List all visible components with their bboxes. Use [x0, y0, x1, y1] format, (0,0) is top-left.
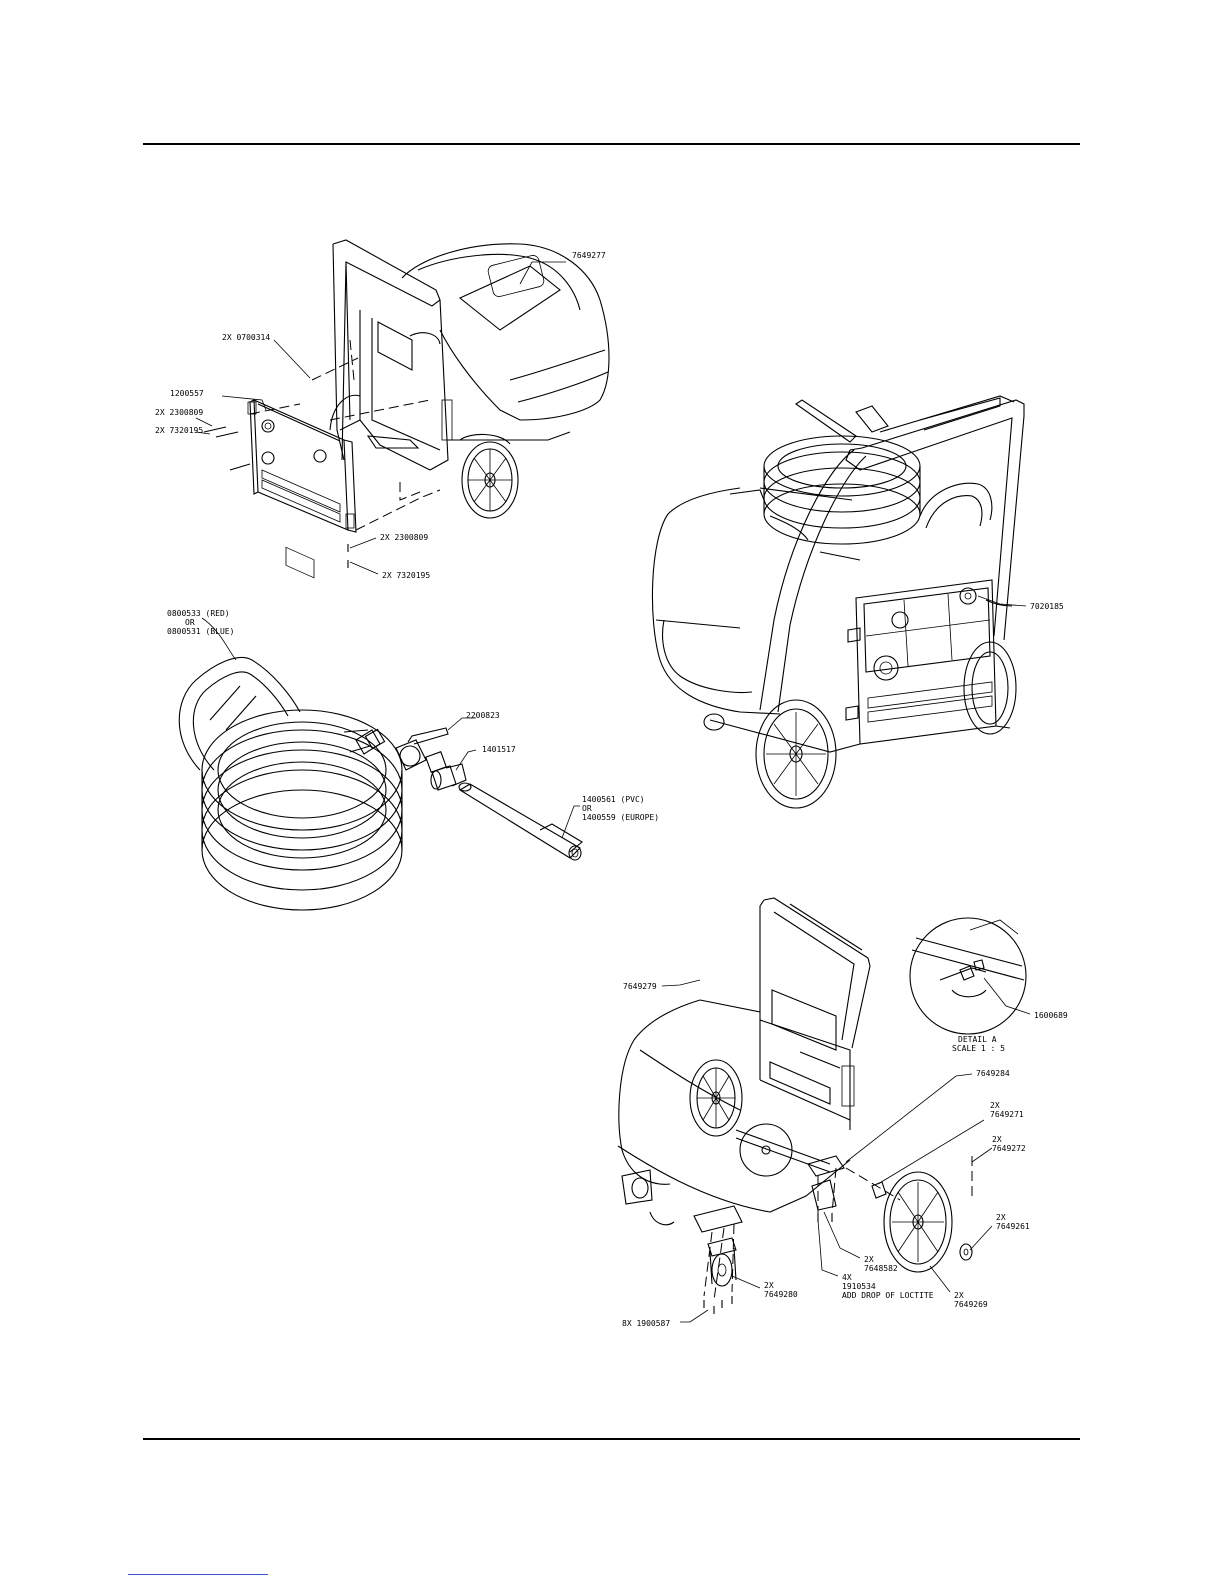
callout-hose-blue: 0800531 (BLUE) — [167, 627, 234, 636]
callout-7649269: 7649269 — [954, 1300, 988, 1309]
callout-wand-or: OR — [582, 804, 592, 813]
detail-a-title: DETAIL A — [958, 1035, 997, 1044]
callout-loctite-note: ADD DROP OF LOCTITE — [842, 1291, 934, 1300]
callout-7320195-lower: 2X 7320195 — [382, 571, 430, 580]
callout-7649279: 7649279 — [623, 982, 657, 991]
callout-wand-europe: 1400559 (EUROPE) — [582, 813, 659, 822]
callout-1900587: 8X 1900587 — [622, 1319, 670, 1328]
callout-7649261: 7649261 — [996, 1222, 1030, 1231]
figure-2-leaders — [201, 617, 580, 839]
figure-3-labels: 7020185 — [1030, 602, 1064, 611]
callout-7649271-qty: 2X — [990, 1101, 1000, 1110]
figure-3-leaders — [977, 595, 1027, 607]
callout-0700314: 2X 0700314 — [222, 333, 270, 342]
callout-7649272-qty: 2X — [992, 1135, 1002, 1144]
callout-hose-red: 0800533 (RED) — [167, 609, 230, 618]
figure-1-leaders — [195, 261, 566, 575]
figure-2-hose-assembly — [178, 656, 583, 911]
callout-7020185: 7020185 — [1030, 602, 1064, 611]
callout-7648582: 7648582 — [864, 1264, 898, 1273]
callout-7649272: 7649272 — [992, 1144, 1026, 1153]
callout-7649280: 7649280 — [764, 1290, 798, 1299]
figure-4-base-exploded — [617, 897, 1027, 1314]
figure-4-labels: 7649279 1600689 DETAIL A SCALE 1 : 5 764… — [622, 982, 1068, 1328]
callout-1910534-qty: 4X — [842, 1273, 852, 1282]
callout-7649261-qty: 2X — [996, 1213, 1006, 1222]
footer-link-underline — [128, 1574, 268, 1575]
figure-1-labels: 7649277 2X 0700314 1200557 2X 2300809 2X… — [155, 251, 606, 580]
figure-2-labels: 0800533 (RED) OR 0800531 (BLUE) 2200823 … — [167, 609, 659, 822]
callout-7648582-qty: 2X — [864, 1255, 874, 1264]
callout-7649284: 7649284 — [976, 1069, 1010, 1078]
footer-rule — [143, 1438, 1080, 1440]
callout-7649277: 7649277 — [572, 251, 606, 260]
callout-7649271: 7649271 — [990, 1110, 1024, 1119]
callout-1200557: 1200557 — [170, 389, 204, 398]
figure-3-assembled-cart — [651, 395, 1025, 809]
callout-7320195: 2X 7320195 — [155, 426, 203, 435]
figure-4-leaders — [661, 977, 1031, 1323]
callout-7649269-qty: 2X — [954, 1291, 964, 1300]
callout-2300809: 2X 2300809 — [155, 408, 203, 417]
callout-wand-pvc: 1400561 (PVC) — [582, 795, 645, 804]
figure-1-cart-panel-exploded — [203, 239, 610, 579]
callout-hose-or: OR — [185, 618, 195, 627]
detail-a-scale: SCALE 1 : 5 — [952, 1044, 1005, 1053]
callout-2300809-lower: 2X 2300809 — [380, 533, 428, 542]
callout-1910534: 1910534 — [842, 1282, 876, 1291]
callout-1401517: 1401517 — [482, 745, 516, 754]
callout-7649280-qty: 2X — [764, 1281, 774, 1290]
callout-2200823: 2200823 — [466, 711, 500, 720]
callout-1600689: 1600689 — [1034, 1011, 1068, 1020]
header-rule — [143, 143, 1080, 145]
